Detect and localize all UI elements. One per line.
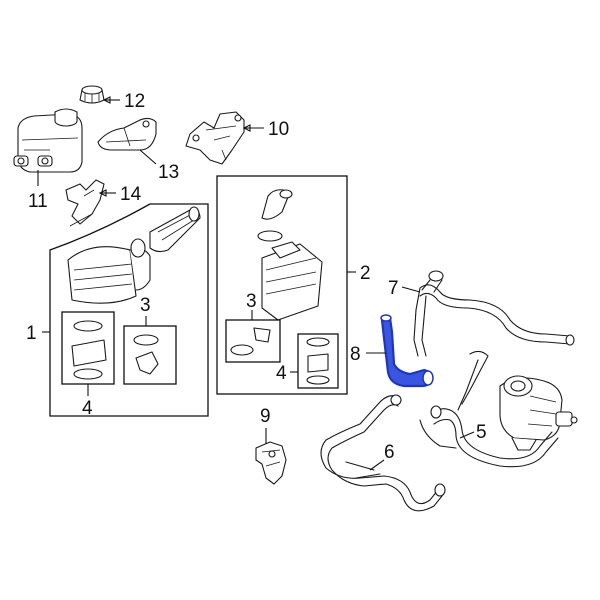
callout-4-right: 4 — [276, 363, 287, 384]
leader-6 — [369, 459, 385, 471]
callout-4-left: 4 — [82, 398, 93, 419]
group-box-2 — [216, 175, 348, 395]
group-box-1 — [49, 203, 209, 417]
part-11-expansion-tank[interactable] — [13, 108, 83, 173]
part-7-coolant-hose[interactable] — [413, 270, 575, 357]
callout-14: 14 — [120, 184, 142, 205]
part-9-bracket[interactable] — [255, 441, 287, 485]
leader-7 — [401, 286, 421, 293]
part-5-coolant-hose[interactable] — [419, 350, 559, 468]
callout-3-left: 3 — [140, 295, 151, 316]
leader-13 — [139, 149, 157, 165]
callout-10: 10 — [268, 119, 289, 140]
sub-box-4-right — [297, 333, 339, 389]
part-3-sensor-left — [133, 334, 159, 375]
callout-12: 12 — [124, 91, 145, 112]
part-14-bracket[interactable] — [65, 179, 105, 227]
part-12-cap[interactable] — [79, 85, 105, 104]
part-4-seal-kit-left — [71, 320, 107, 380]
sub-box-3-left — [123, 325, 177, 385]
part-8-coolant-hose-highlighted[interactable] — [380, 314, 434, 388]
leader-5 — [459, 431, 475, 439]
callout-8: 8 — [350, 344, 361, 365]
callout-1: 1 — [26, 323, 37, 344]
part-1-intercooler — [67, 238, 151, 304]
callout-7: 7 — [388, 278, 399, 299]
part-2-intercooler — [257, 189, 323, 321]
part-6-coolant-hose[interactable] — [320, 394, 446, 512]
callout-3-right: 3 — [246, 291, 257, 312]
callout-11: 11 — [28, 191, 48, 212]
sub-box-3-right — [225, 319, 281, 363]
callout-2: 2 — [360, 263, 371, 284]
part-4-seal-kit-right — [306, 337, 330, 385]
callout-6: 6 — [384, 442, 395, 463]
callout-9: 9 — [260, 406, 271, 427]
part-13-bracket[interactable] — [97, 117, 157, 151]
part-3-sensor-right — [230, 327, 271, 356]
part-1-air-duct — [149, 206, 201, 253]
callout-5: 5 — [476, 422, 487, 443]
water-pump — [499, 375, 578, 451]
callout-13: 13 — [158, 162, 179, 183]
part-10-mounting-bracket[interactable] — [185, 111, 245, 165]
